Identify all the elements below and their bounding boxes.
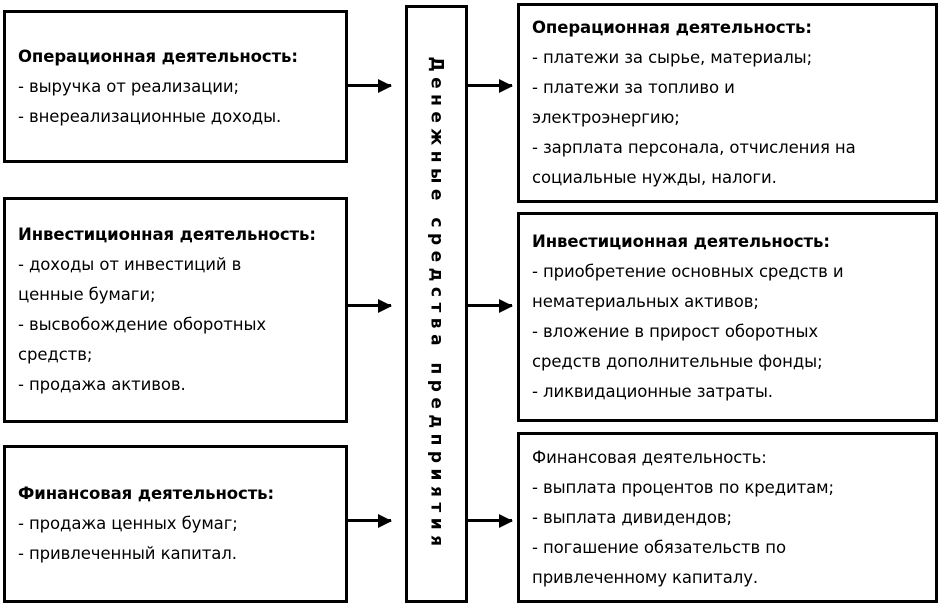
outflow-operating-item-1: - платежи за сырье, материалы; — [532, 48, 813, 67]
inflow-operating-item-2: - внереализационные доходы. — [18, 106, 282, 126]
outflow-financing-item-1: - выплата процентов по кредитам; — [532, 477, 834, 497]
inflow-investing-item-3: - высвобождение оборотных — [18, 315, 267, 334]
outflow-box-financing[interactable]: Финансовая деятельность: - выплата проце… — [517, 432, 938, 603]
inflow-investing-item-5: - продажа активов. — [18, 375, 186, 394]
inflow-financing-item-2: - привлеченный капитал. — [18, 544, 237, 563]
outflow-operating-item-4: - зарплата персонала, отчисления на — [532, 138, 856, 157]
outflow-operating-item-3: электроэнергию; — [532, 108, 680, 127]
outflow-investing-item-4: средств дополнительные фонды; — [532, 352, 823, 371]
arrow-inflow-investing — [348, 304, 391, 307]
outflow-investing-item-3: - вложение в прирост оборотных — [532, 322, 819, 341]
outflow-financing-item-3: - погашение обязательств по — [532, 537, 786, 557]
arrow-outflow-financing — [468, 519, 512, 522]
center-box-cash[interactable]: Денежные средства предприятия — [405, 5, 468, 603]
arrow-inflow-operating — [348, 84, 391, 87]
outflow-financing-header: Финансовая деятельность: — [532, 447, 767, 467]
outflow-operating-item-5: социальные нужды, налоги. — [532, 168, 777, 187]
outflow-investing-header: Инвестиционная деятельность: — [532, 232, 830, 251]
inflow-box-investing[interactable]: Инвестиционная деятельность: - доходы от… — [3, 197, 348, 423]
inflow-investing-item-1: - доходы от инвестиций в — [18, 255, 242, 274]
inflow-box-operating[interactable]: Операционная деятельность: - выручка от … — [3, 10, 348, 163]
inflow-operating-item-1: - выручка от реализации; — [18, 76, 239, 96]
center-box-label: Денежные средства предприятия — [426, 56, 447, 552]
outflow-investing-item-2: нематериальных активов; — [532, 292, 759, 311]
outflow-operating-header: Операционная деятельность: — [532, 18, 812, 37]
inflow-financing-header: Финансовая деятельность: — [18, 484, 274, 503]
inflow-operating-header: Операционная деятельность: — [18, 46, 298, 66]
outflow-investing-item-5: - ликвидационные затраты. — [532, 382, 773, 401]
inflow-investing-item-4: средств; — [18, 345, 93, 364]
outflow-operating-item-2: - платежи за топливо и — [532, 78, 735, 97]
inflow-investing-item-2: ценные бумаги; — [18, 285, 156, 304]
inflow-financing-item-1: - продажа ценных бумаг; — [18, 514, 238, 533]
outflow-investing-item-1: - приобретение основных средств и — [532, 262, 844, 281]
inflow-box-financing[interactable]: Финансовая деятельность: - продажа ценны… — [3, 445, 348, 603]
inflow-investing-header: Инвестиционная деятельность: — [18, 225, 316, 244]
outflow-financing-item-2: - выплата дивидендов; — [532, 507, 732, 527]
outflow-financing-item-4: привлеченному капиталу. — [532, 567, 759, 587]
arrow-inflow-financing — [348, 519, 391, 522]
arrow-outflow-investing — [468, 304, 512, 307]
outflow-box-operating[interactable]: Операционная деятельность: - платежи за … — [517, 3, 938, 203]
arrow-outflow-operating — [468, 84, 512, 87]
outflow-box-investing[interactable]: Инвестиционная деятельность: - приобрете… — [517, 212, 938, 422]
